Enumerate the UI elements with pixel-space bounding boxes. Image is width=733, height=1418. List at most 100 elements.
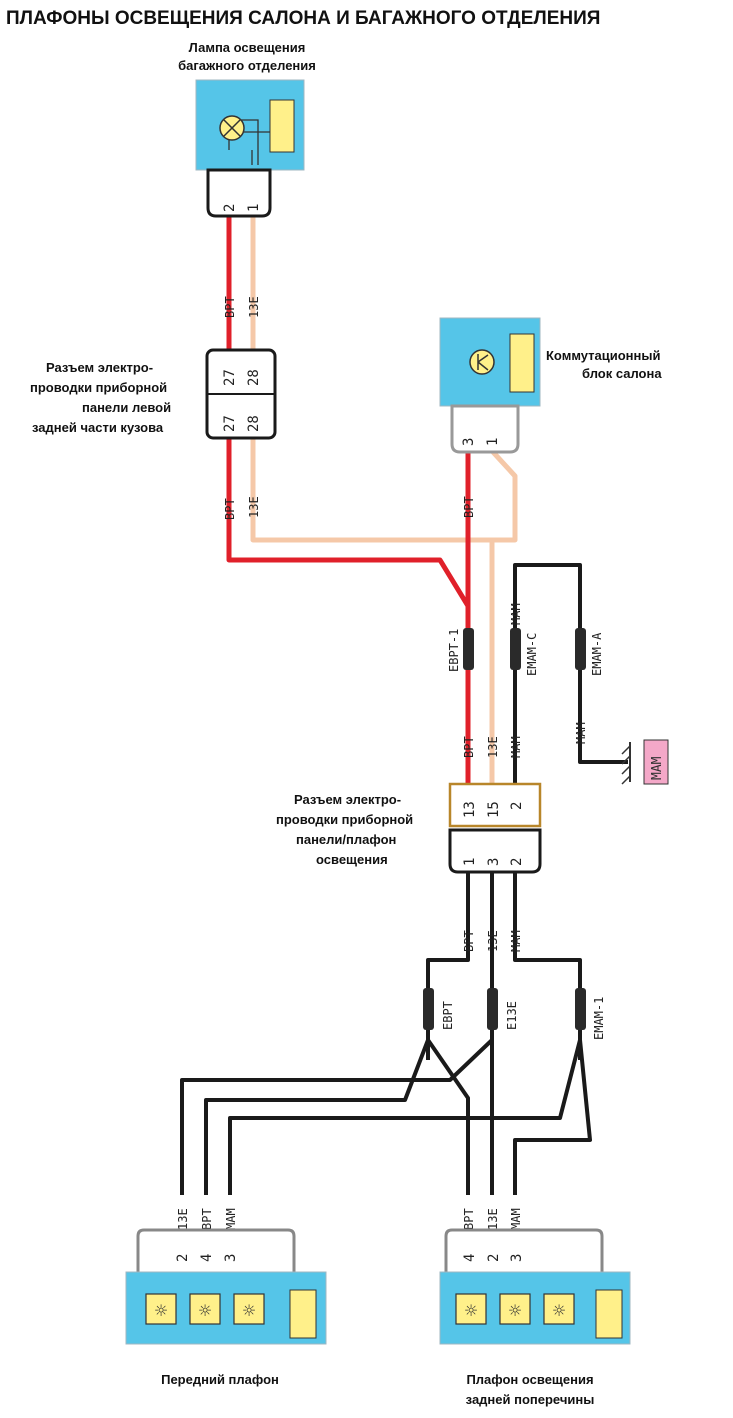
wire-front-2: [204, 1039, 430, 1195]
ceiling-connector-pin-bottom-1: 1: [462, 858, 478, 866]
wire-post-1: [426, 870, 470, 1060]
lamp-light-icon: ☼: [242, 1301, 256, 1320]
wl-splice-emam1: ЕМАМ-1: [592, 997, 606, 1040]
panel-connector-label-1: Разъем электро-: [46, 360, 153, 375]
lamp-light-icon: ☼: [154, 1301, 168, 1320]
rear-lamp-icon-1: [455, 1293, 487, 1325]
front-lamp-plug: [136, 1228, 296, 1272]
wire-rear-3: [513, 1039, 592, 1195]
splice-evrt1: [463, 628, 474, 670]
panel-connector-pin-bottom-28: 28: [246, 415, 262, 432]
rear-lamp: 4 2 3 ☼ ☼ ☼ Плафон освещения задней попе…: [439, 1228, 631, 1407]
ceiling-connector-label-2: проводки приборной: [276, 812, 413, 827]
front-lamp-yellow-panel: [289, 1289, 317, 1339]
panel-connector-pin-bottom-27: 27: [222, 415, 238, 432]
rear-lamp-pin-4: 4: [462, 1254, 478, 1262]
wl-front-3: МАМ: [224, 1208, 238, 1230]
front-lamp: 2 4 3 ☼ ☼ ☼ Передний плафон: [125, 1228, 327, 1387]
ceiling-connector-label-3: панели/плафон: [296, 832, 396, 847]
front-lamp-icon-2: [189, 1293, 221, 1325]
wl-rear-1: ВРТ: [462, 1208, 476, 1230]
trunk-lamp: Лампа освещения багажного отделения 2 1: [178, 40, 316, 218]
front-lamp-pin-3: 3: [223, 1254, 239, 1262]
wl-post-conn-3: МАМ: [509, 930, 523, 952]
splice-emam1: [575, 988, 586, 1030]
panel-connector-label-4: задней части кузова: [32, 420, 164, 435]
splices: [423, 628, 586, 1030]
trunk-lamp-yellow-panel: [269, 99, 295, 153]
switch-unit: 3 1 Коммутационный блок салона: [439, 317, 662, 454]
wl-mam-top: МАМ: [509, 603, 523, 625]
wl-rear-3: МАМ: [509, 1208, 523, 1230]
lamp-light-icon: ☼: [508, 1301, 522, 1320]
wl-switch-pin3: ВРТ: [462, 496, 476, 518]
rear-lamp-label-1: Плафон освещения: [466, 1372, 593, 1387]
switch-unit-label-2: блок салона: [582, 366, 662, 381]
trunk-lamp-label-1: Лампа освещения: [189, 40, 306, 55]
wl-trunk-right: 13Е: [247, 296, 261, 318]
rear-lamp-icon-3: [543, 1293, 575, 1325]
wire-mam-loop: [513, 563, 628, 790]
front-lamp-pin-4: 4: [199, 1254, 215, 1262]
ceiling-connector-top: [448, 782, 542, 828]
bulb-icon-cross-2: [223, 119, 241, 137]
wl-post-conn-2: 13Е: [486, 930, 500, 952]
lamp-light-icon: ☼: [464, 1301, 478, 1320]
front-lamp-icon-1: [145, 1293, 177, 1325]
wl-conn-left: ВРТ: [223, 498, 237, 520]
switch-unit-pin-1: 1: [485, 438, 501, 446]
panel-connector-pin-top-28: 28: [246, 369, 262, 386]
ceiling-connector-pin-top-13: 13: [462, 801, 478, 818]
wl-front-2: ВРТ: [200, 1208, 214, 1230]
ceiling-connector-pin-top-2: 2: [509, 802, 525, 810]
wire-rear-1: [426, 1038, 470, 1195]
splice-emam-c: [510, 628, 521, 670]
ceiling-connector-label-1: Разъем электро-: [294, 792, 401, 807]
wl-splice-emam-c: ЕМАМ-С: [525, 633, 539, 676]
ceiling-connector-pin-bottom-3: 3: [486, 858, 502, 866]
panel-connector-label-2: проводки приборной: [30, 380, 167, 395]
ground-point: МАМ: [621, 739, 669, 785]
wl-splice-e13e: Е13Е: [505, 1001, 519, 1030]
switch-unit-plug: [450, 404, 520, 454]
splice-emam-a: [575, 628, 586, 670]
rear-lamp-pin-2: 2: [486, 1254, 502, 1262]
switch-unit-pin-3: 3: [461, 438, 477, 446]
trunk-lamp-pin-2: 2: [222, 204, 238, 212]
rear-lamp-label-2: задней поперечины: [466, 1392, 595, 1407]
transistor-icon: [469, 349, 495, 375]
front-lamp-pin-2: 2: [175, 1254, 191, 1262]
wl-splice-emam-a: ЕМАМ-А: [590, 632, 604, 676]
ceiling-connector-bottom: [448, 828, 542, 874]
switch-unit-label-1: Коммутационный: [546, 348, 660, 363]
panel-connector-label-3: панели левой: [82, 400, 171, 415]
panel-connector: Разъем электро- проводки приборной панел…: [30, 348, 277, 440]
rear-lamp-icon-2: [499, 1293, 531, 1325]
splice-evrt: [423, 988, 434, 1030]
wire-front-1: [180, 1038, 494, 1195]
wire-front-3: [228, 1039, 582, 1195]
ceiling-connector-label-4: освещения: [316, 852, 388, 867]
wl-pre-conn-2: 13Е: [486, 736, 500, 758]
diagram-title: ПЛАФОНЫ ОСВЕЩЕНИЯ САЛОНА И БАГАЖНОГО ОТД…: [6, 8, 600, 29]
wl-pre-conn-3: МАМ: [509, 736, 523, 758]
ground-hatch: [621, 745, 631, 785]
wl-post-conn-1: ВРТ: [462, 930, 476, 952]
trunk-lamp-label-2: багажного отделения: [178, 58, 316, 73]
wire-peach-main: [250, 438, 495, 790]
ceiling-connector-pin-top-15: 15: [486, 801, 502, 818]
rear-lamp-plug: [444, 1228, 604, 1272]
lamp-light-icon: ☼: [552, 1301, 566, 1320]
splice-e13e: [487, 988, 498, 1030]
ground-label: МАМ: [650, 756, 665, 780]
lamp-light-icon: ☼: [198, 1301, 212, 1320]
wire-switch-peach: [491, 450, 518, 543]
rear-lamp-pin-3: 3: [509, 1254, 525, 1262]
wl-conn-right: 13Е: [247, 496, 261, 518]
wl-pre-conn-1: ВРТ: [462, 736, 476, 758]
trunk-lamp-plug: [206, 168, 272, 218]
wire-red-main: [226, 438, 471, 790]
wire-post-3: [513, 870, 582, 1060]
wires: [180, 216, 628, 1195]
